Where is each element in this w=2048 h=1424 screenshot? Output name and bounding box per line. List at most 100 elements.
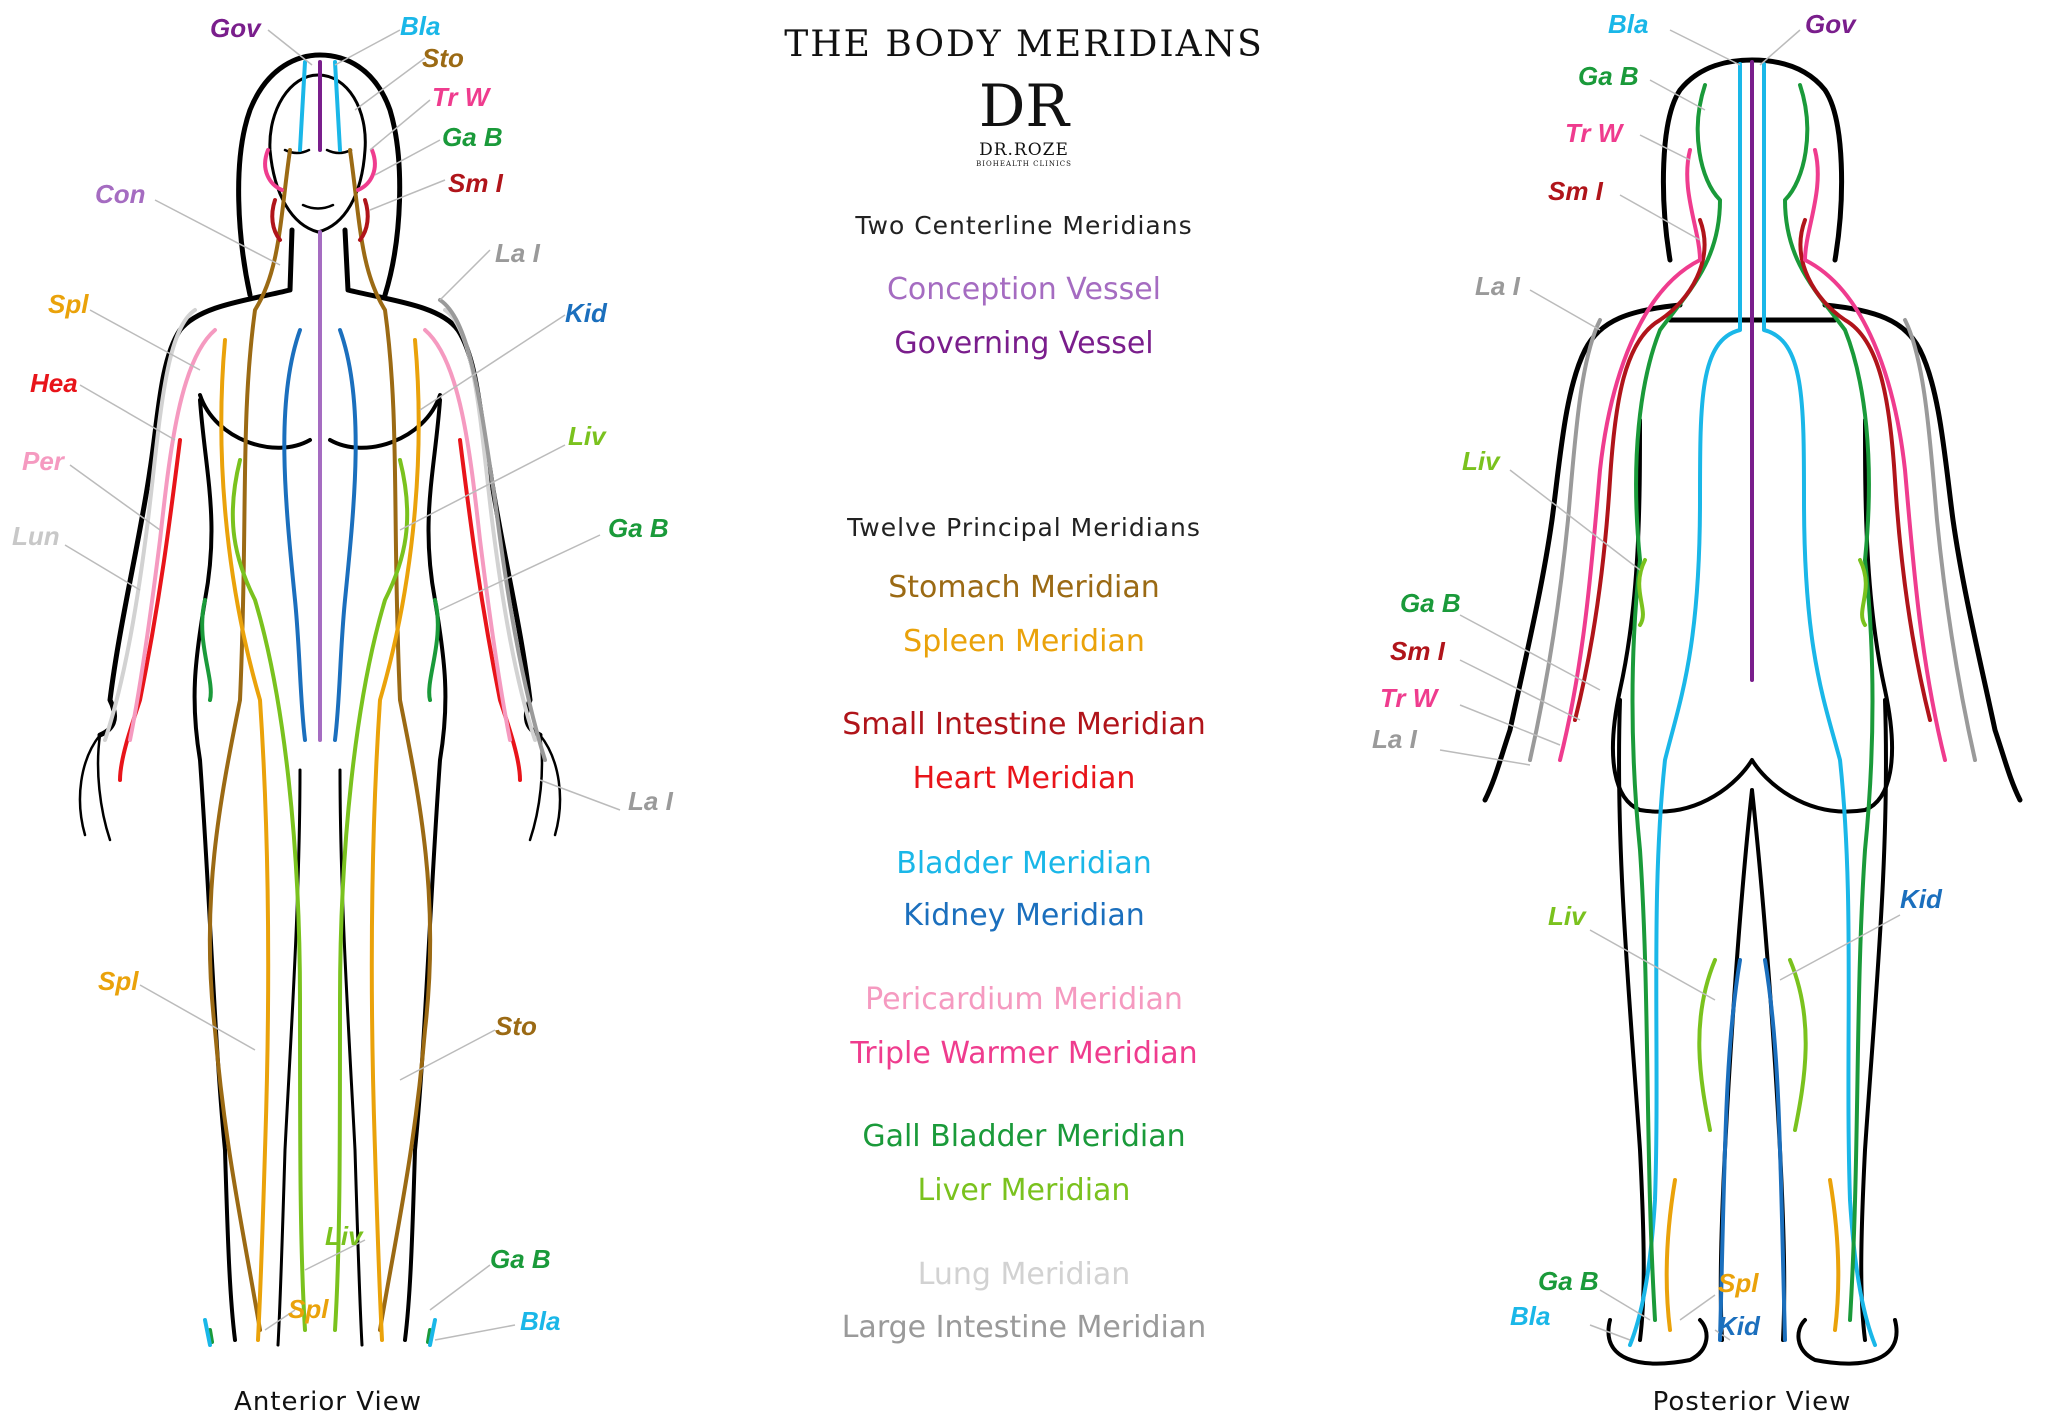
posterior-gallbladder-line xyxy=(1630,83,1875,1322)
leader-line xyxy=(369,179,446,211)
anterior-heart-line xyxy=(118,438,522,782)
legend-kidney: Kidney Meridian xyxy=(903,898,1145,933)
label-sto: Sto xyxy=(422,43,464,73)
anterior-hair-outline xyxy=(236,52,403,298)
label-spl: Spl xyxy=(288,1294,329,1324)
posterior-torso-outline xyxy=(1610,418,1895,814)
leader-line xyxy=(304,1239,366,1271)
anterior-gallbladder-line xyxy=(200,598,440,1344)
leader-line xyxy=(1649,79,1706,111)
label-trw: Tr W xyxy=(432,82,492,112)
logo-tagline: BIOHEALTH CLINICS xyxy=(976,160,1072,168)
leader-line xyxy=(1589,1324,1631,1341)
anterior-spleen-line xyxy=(219,338,421,1342)
label-gov: Gov xyxy=(1805,9,1857,39)
label-kid: Kid xyxy=(1718,1311,1761,1341)
label-lai: La I xyxy=(1475,271,1521,301)
anterior-face-outline xyxy=(268,73,367,234)
logo-monogram: DR xyxy=(979,72,1072,140)
label-liv: Liv xyxy=(325,1221,364,1251)
anterior-torso-outline xyxy=(192,398,448,1342)
leader-line xyxy=(69,464,161,531)
legend: Two Centerline Meridians Conception Vess… xyxy=(842,211,1207,1345)
leader-line xyxy=(1669,29,1741,66)
legend-gall-bladder: Gall Bladder Meridian xyxy=(862,1119,1185,1154)
anterior-pericardium-line xyxy=(128,328,512,742)
anterior-liver-line xyxy=(230,458,410,1332)
anterior-small-intestine-line xyxy=(270,198,370,242)
anterior-mouth xyxy=(301,203,335,210)
leader-line xyxy=(1714,1329,1731,1341)
legend-stomach: Stomach Meridian xyxy=(888,570,1160,605)
label-gab: Ga B xyxy=(442,122,503,152)
leader-line xyxy=(154,199,281,266)
leader-line xyxy=(439,249,491,301)
leader-line xyxy=(64,544,141,591)
anterior-large-intestine-line xyxy=(438,298,547,762)
anterior-bladder-line xyxy=(203,60,437,1347)
label-con: Con xyxy=(95,179,146,209)
posterior-spleen-line xyxy=(1664,1178,1841,1332)
label-bla: Bla xyxy=(1510,1301,1550,1331)
posterior-body-outline xyxy=(1482,302,2023,803)
posterior-small-intestine-line xyxy=(1573,218,1932,722)
leader-line xyxy=(139,984,256,1051)
leader-line xyxy=(1599,1289,1651,1321)
posterior-figure xyxy=(1482,57,2023,1366)
label-lai: La I xyxy=(628,786,674,816)
leader-line xyxy=(434,1324,516,1341)
legend-lung: Lung Meridian xyxy=(918,1257,1131,1292)
leader-line xyxy=(539,779,621,811)
legend-liver: Liver Meridian xyxy=(918,1173,1131,1208)
page-title: THE BODY MERIDIANS xyxy=(784,24,1264,65)
leader-line xyxy=(1779,914,1901,981)
leader-line xyxy=(399,444,566,531)
brand-logo: DR DR.ROZE BIOHEALTH CLINICS xyxy=(976,72,1072,168)
leader-line xyxy=(1619,194,1701,241)
legend-large-intestine: Large Intestine Meridian xyxy=(842,1310,1207,1345)
label-lai: La I xyxy=(1372,724,1418,754)
anterior-inner-legs xyxy=(276,768,364,1347)
leader-line xyxy=(374,139,441,176)
posterior-bladder-line xyxy=(1628,62,1877,1347)
label-per: Per xyxy=(22,446,66,476)
label-liv: Liv xyxy=(1548,901,1587,931)
label-gab: Ga B xyxy=(1538,1266,1599,1296)
leader-line xyxy=(429,1264,491,1311)
leader-line xyxy=(354,57,426,111)
leader-line xyxy=(264,1309,296,1331)
label-spl: Spl xyxy=(98,966,139,996)
legend-small-intestine: Small Intestine Meridian xyxy=(842,707,1205,742)
anterior-figure xyxy=(78,52,562,1347)
leader-line xyxy=(419,314,566,411)
posterior-large-intestine-line xyxy=(1528,318,1977,762)
label-smi: Sm I xyxy=(1548,176,1604,206)
anterior-triple-warmer-line xyxy=(263,148,377,192)
label-liv: Liv xyxy=(1462,446,1501,476)
legend-bladder: Bladder Meridian xyxy=(896,846,1152,881)
label-spl: Spl xyxy=(1718,1268,1759,1298)
posterior-view-caption: Posterior View xyxy=(1653,1387,1852,1417)
label-spl: Spl xyxy=(48,289,89,319)
leader-line xyxy=(267,29,313,66)
posterior-triple-warmer-line xyxy=(1558,148,1947,762)
leader-line xyxy=(1589,929,1716,1001)
leader-line xyxy=(334,29,401,66)
leader-line xyxy=(1439,749,1531,766)
label-kid: Kid xyxy=(565,298,608,328)
label-lun: Lun xyxy=(12,521,60,551)
posterior-labels: Bla Gov Ga B Tr W Sm I La I Liv Ga B Sm … xyxy=(1372,9,1943,1341)
label-hea: Hea xyxy=(30,368,78,398)
leader-line xyxy=(399,1029,496,1081)
leader-line xyxy=(1509,469,1641,571)
label-bla: Bla xyxy=(520,1306,560,1336)
anterior-view-caption: Anterior View xyxy=(234,1387,422,1417)
label-trw: Tr W xyxy=(1565,118,1625,148)
label-sto: Sto xyxy=(495,1011,537,1041)
leader-line xyxy=(89,309,201,371)
anterior-kidney-line xyxy=(282,328,358,742)
legend-heart: Heart Meridian xyxy=(913,761,1136,796)
posterior-liver-line xyxy=(1637,558,1868,1132)
label-leader-lines xyxy=(64,29,1901,1341)
